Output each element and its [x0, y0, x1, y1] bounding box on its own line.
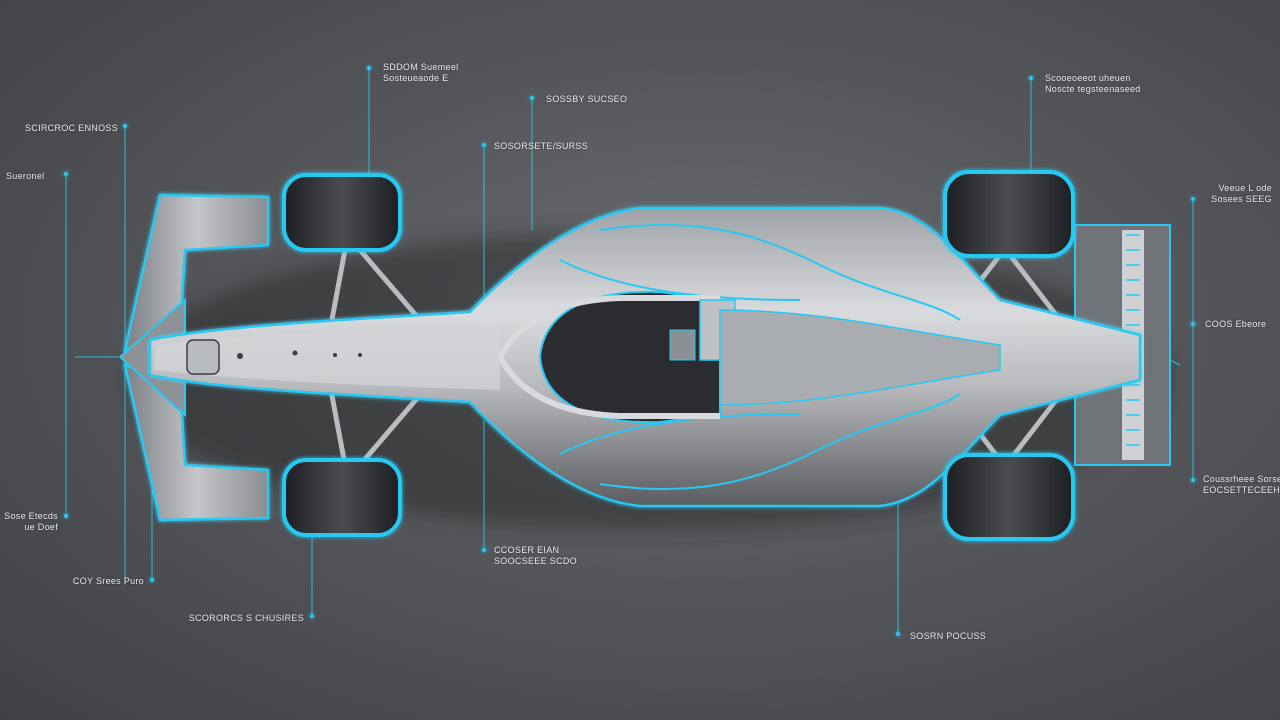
tires — [282, 170, 1075, 541]
callout-dot — [367, 66, 371, 70]
callout-dot — [482, 548, 486, 552]
callout-dot — [1191, 322, 1195, 326]
callout-dot — [123, 124, 127, 128]
nose-details — [186, 339, 362, 375]
callout-label: SOSSBY SUCSEO — [546, 94, 628, 104]
callout-label: COY Srees Puro — [72, 576, 144, 586]
callout-label: SCORORCS S CHUSIRES — [188, 613, 304, 623]
callout-dot — [896, 632, 900, 636]
callout-dot — [1191, 478, 1195, 482]
engine-cover — [719, 309, 1001, 406]
callout-label: SCIRCROC ENNOSS — [24, 123, 118, 133]
callout-label: COOS Ebeore — [1205, 319, 1267, 329]
callout-dot — [64, 514, 68, 518]
callout-dot — [64, 172, 68, 176]
callout-dot — [482, 143, 486, 147]
callout-label: Sueronel — [6, 171, 45, 181]
callout-label: SOSORSETE/SURSS — [494, 141, 589, 151]
front-right-tire — [282, 458, 402, 537]
front-wing — [118, 193, 270, 522]
callout-label: SOSRN POCUSS — [910, 631, 987, 641]
rear-right-tire — [943, 453, 1075, 541]
callout-dot — [530, 96, 534, 100]
callout-dot — [150, 578, 154, 582]
callout-dot — [1029, 76, 1033, 80]
front-left-tire — [282, 173, 402, 252]
callout-dot — [1191, 197, 1195, 201]
callout-dot — [310, 614, 314, 618]
nose-cone — [155, 325, 500, 390]
rear-left-tire — [943, 170, 1075, 258]
sidepod-contours — [559, 223, 961, 491]
